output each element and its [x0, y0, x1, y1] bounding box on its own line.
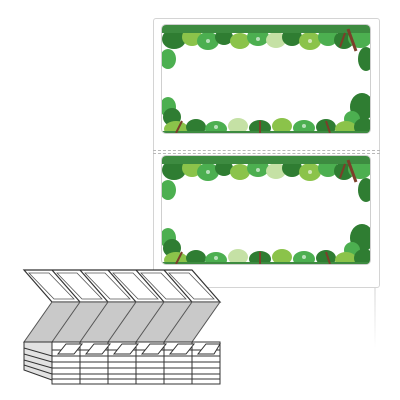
left-foliage	[162, 49, 181, 126]
label-card-1	[161, 24, 371, 134]
perforation-line-top	[153, 150, 380, 151]
bottom-foliage-band	[162, 118, 370, 133]
fanfold-stack	[23, 341, 221, 385]
sheet-reflection	[374, 288, 376, 348]
perforation-line-bottom	[153, 153, 380, 154]
label-card-2	[161, 155, 371, 265]
fanfold-grey-fold	[23, 301, 221, 343]
fanfold-labels-icon	[22, 269, 222, 385]
fanfold-top-strip	[22, 269, 222, 303]
right-foliage	[344, 47, 370, 127]
tree-border-icon	[162, 156, 370, 264]
tree-border-icon	[162, 25, 370, 133]
top-foliage-band	[162, 25, 370, 52]
